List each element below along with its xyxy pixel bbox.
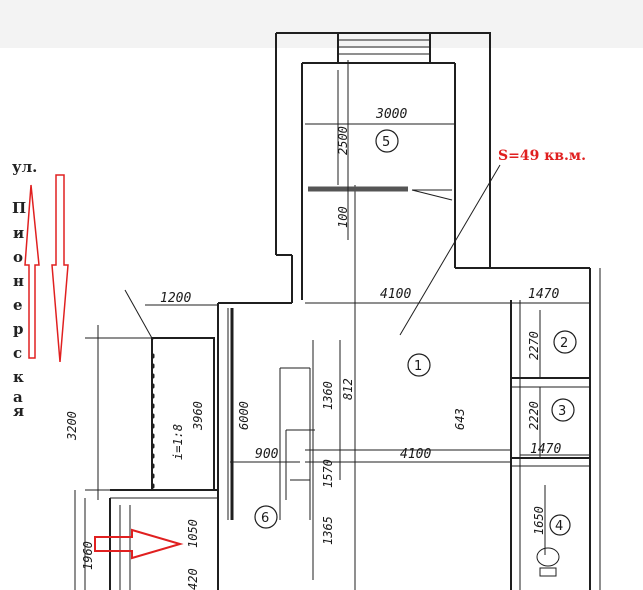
dim-1200: 1200	[160, 291, 191, 306]
street-letter: с	[13, 344, 22, 362]
dim-1570: 1570	[321, 459, 335, 488]
dim-1960: 1960	[81, 541, 95, 570]
room-markers	[254, 129, 577, 536]
dimension-lines	[74, 60, 590, 590]
area-label: S=49 кв.м.	[498, 148, 586, 164]
dim-2270: 2270	[527, 331, 541, 360]
street-letter: к	[13, 368, 24, 386]
dim-812: 812	[341, 378, 355, 400]
dim-2500: 2500	[336, 126, 350, 155]
street-letter: а	[13, 388, 23, 406]
dim-643: 643	[453, 408, 467, 430]
dim-3000: 3000	[375, 107, 407, 122]
street-letter: я	[13, 402, 24, 420]
area-leader-line	[399, 164, 501, 336]
dim-6000: 6000	[237, 401, 251, 430]
dim-4100-bottom: 4100	[400, 447, 431, 462]
room-3-label: 3	[558, 404, 566, 419]
toilet-icon	[536, 547, 560, 577]
entrance-arrow	[94, 528, 184, 560]
room-labels: 5 1 2 3 4 6	[261, 135, 568, 534]
street-letter: н	[13, 272, 24, 290]
street-letter: и	[13, 224, 24, 242]
grey-shade-band	[0, 0, 643, 48]
dim-1650: 1650	[532, 506, 546, 535]
street-letter: о	[13, 248, 23, 266]
street-label: ул. П и о н е р с к а я	[12, 158, 37, 420]
dim-900: 900	[255, 447, 279, 462]
room-1-label: 1	[414, 359, 422, 374]
dim-3960: 3960	[191, 401, 205, 431]
slope-label: i=1:8	[171, 424, 185, 460]
dim-3200: 3200	[65, 411, 79, 441]
dim-1050: 1050	[186, 519, 200, 548]
room-2-label: 2	[560, 336, 568, 351]
room-5-label: 5	[382, 135, 390, 150]
street-prefix: ул.	[12, 158, 37, 176]
street-letter: П	[12, 199, 26, 217]
walls	[109, 32, 601, 590]
room-6-label: 6	[261, 511, 269, 526]
dim-100: 100	[336, 206, 350, 228]
dim-4100-top: 4100	[380, 287, 411, 302]
dim-1470-top: 1470	[528, 287, 559, 302]
dim-420: 420	[186, 568, 200, 590]
dim-2220: 2220	[527, 401, 541, 430]
dim-1470-bottom: 1470	[530, 442, 561, 457]
dim-1360: 1360	[321, 381, 335, 410]
dim-1365: 1365	[321, 516, 335, 545]
street-letter: р	[13, 320, 24, 338]
street-letter: е	[13, 296, 23, 314]
room-4-label: 4	[555, 519, 563, 534]
street-direction-arrows	[24, 174, 69, 363]
